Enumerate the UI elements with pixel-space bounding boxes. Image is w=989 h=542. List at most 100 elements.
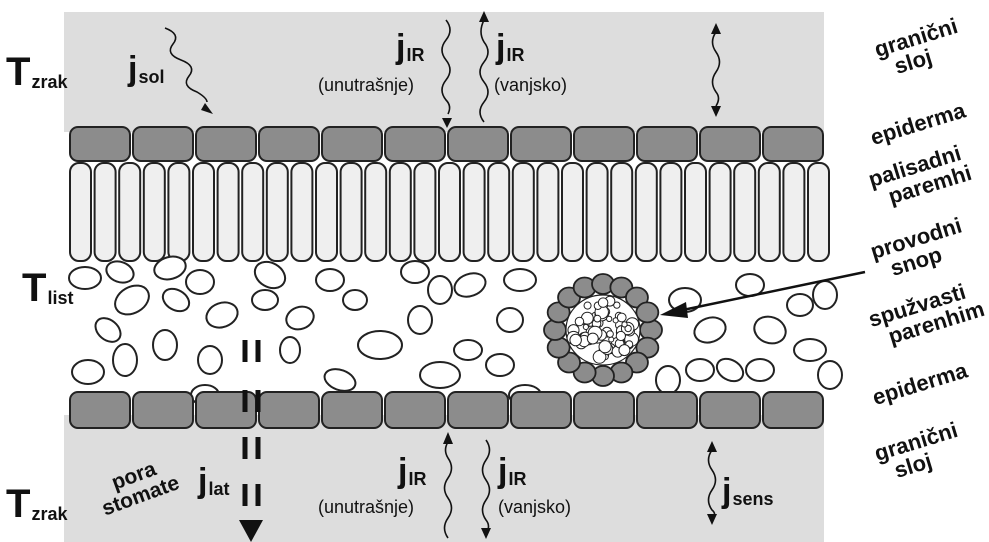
spongy-cell	[787, 294, 813, 316]
epidermis-cell	[322, 127, 382, 161]
vascular-bundle	[544, 274, 662, 386]
palisade-cell	[365, 163, 386, 261]
spongy-cell	[250, 257, 290, 294]
palisade-cell	[685, 163, 706, 261]
air-temperature-top-label: Tzrak	[6, 52, 67, 92]
spongy-cell	[656, 366, 680, 394]
spongy-cell	[751, 312, 790, 347]
epidermis-cell	[574, 127, 634, 161]
palisade-cell	[144, 163, 165, 261]
epidermis-cell	[259, 127, 319, 161]
ir-inward-top-label: jIR	[396, 30, 424, 64]
epidermis-cell	[637, 392, 697, 428]
palisade-cell	[587, 163, 608, 261]
vascular-tissue-cell	[622, 322, 627, 327]
vascular-tissue-cell	[616, 331, 625, 340]
palisade-cell	[341, 163, 362, 261]
spongy-cell	[454, 340, 482, 360]
palisade-cell	[390, 163, 411, 261]
epidermis-cell	[763, 392, 823, 428]
palisade-cell	[488, 163, 509, 261]
vascular-tissue-cell	[619, 345, 630, 356]
vascular-tissue-cell	[584, 302, 591, 309]
spongy-cell	[91, 313, 125, 346]
air-temperature-bottom-label: Tzrak	[6, 484, 67, 524]
ir-inward-bottom-label: jIR	[398, 454, 426, 488]
palisade-cell	[710, 163, 731, 261]
spongy-cell	[504, 269, 536, 291]
palisade-cell	[218, 163, 239, 261]
epidermis-cell	[322, 392, 382, 428]
spongy-cell	[358, 331, 402, 359]
spongy-cell	[72, 360, 104, 384]
spongy-cell	[343, 290, 367, 310]
epidermis-cell	[574, 392, 634, 428]
leaf-temperature-label: Tlist	[22, 268, 73, 308]
ir-outward-bottom-label: jIR	[498, 454, 526, 488]
spongy-cell	[322, 365, 359, 395]
palisade-cell	[193, 163, 214, 261]
epidermis-cell	[133, 127, 193, 161]
palisade-cell	[611, 163, 632, 261]
bundle-sheath-cell	[548, 338, 570, 358]
palisade-cell	[70, 163, 91, 261]
spongy-cell	[451, 269, 489, 301]
epidermis-cell	[511, 127, 571, 161]
spongy-cell	[813, 281, 837, 309]
spongy-cell	[113, 344, 137, 376]
epidermis-cell	[70, 127, 130, 161]
lower-boundary-layer	[64, 415, 824, 542]
spongy-cell	[153, 330, 177, 360]
ir-outward-top-note: (vanjsko)	[494, 76, 567, 94]
spongy-cell	[746, 359, 774, 381]
palisade-cell	[316, 163, 337, 261]
vascular-tissue-cell	[587, 333, 598, 344]
spongy-cell	[69, 267, 101, 289]
spongy-cell	[110, 280, 154, 321]
spongy-cell	[794, 339, 826, 361]
palisade-cell	[439, 163, 460, 261]
spongy-cell	[428, 276, 452, 304]
palisade-cell	[168, 163, 189, 261]
spongy-cell	[408, 306, 432, 334]
spongy-cell	[713, 354, 747, 385]
vascular-tissue-cell	[617, 313, 626, 322]
epidermis-cell	[259, 392, 319, 428]
vascular-tissue-cell	[583, 324, 588, 329]
epidermis-cell	[511, 392, 571, 428]
epidermis-cell	[448, 392, 508, 428]
palisade-cell	[734, 163, 755, 261]
palisade-cell	[291, 163, 312, 261]
palisade-cell	[464, 163, 485, 261]
spongy-cell	[420, 362, 460, 388]
vascular-tissue-cell	[598, 298, 608, 308]
palisade-cell	[537, 163, 558, 261]
spongy-cell	[818, 361, 842, 389]
palisade-cell	[783, 163, 804, 261]
bundle-sheath-cell	[640, 320, 662, 340]
upper-epidermis	[70, 127, 823, 161]
spongy-cell	[280, 337, 300, 363]
vascular-tissue-cell	[594, 315, 601, 322]
epidermis-cell	[385, 127, 445, 161]
spongy-cell	[252, 290, 278, 310]
vascular-tissue-cell	[570, 334, 581, 345]
palisade-cell	[119, 163, 140, 261]
vascular-tissue-cell	[607, 331, 614, 338]
epidermis-cell	[70, 392, 130, 428]
spongy-parenchyma	[69, 253, 842, 405]
palisade-cell	[242, 163, 263, 261]
epidermis-cell	[448, 127, 508, 161]
spongy-cell	[486, 354, 514, 376]
epidermis-cell	[133, 392, 193, 428]
palisade-cell	[414, 163, 435, 261]
ir-inward-bottom-note: (unutrašnje)	[318, 498, 414, 516]
spongy-cell	[316, 269, 344, 291]
spongy-cell	[198, 346, 222, 374]
epidermis-cell	[637, 127, 697, 161]
spongy-cell	[691, 313, 729, 346]
palisade-cell	[562, 163, 583, 261]
spongy-cell	[686, 359, 714, 381]
palisade-cell	[513, 163, 534, 261]
palisade-cell	[95, 163, 116, 261]
